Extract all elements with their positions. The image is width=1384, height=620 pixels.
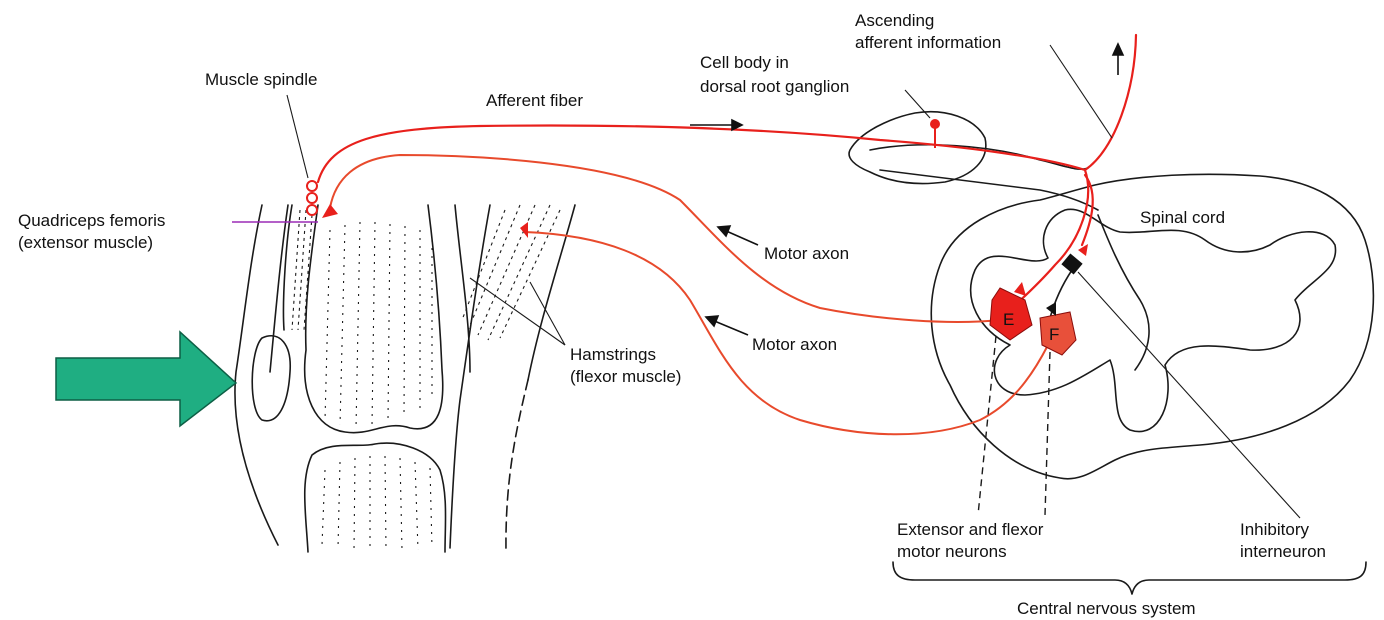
label-interneuron-2: interneuron <box>1240 542 1326 561</box>
ganglion-cell-body-icon <box>930 119 940 129</box>
label-afferent-fiber: Afferent fiber <box>486 91 583 110</box>
label-hamstrings-2: (flexor muscle) <box>570 367 681 386</box>
cns-brace <box>893 562 1366 594</box>
label-hamstrings-1: Hamstrings <box>570 345 656 364</box>
spinal-cord <box>849 112 1373 479</box>
label-cell-body-2: dorsal root ganglion <box>700 77 849 96</box>
label-ascending-1: Ascending <box>855 11 934 30</box>
synapse-icon <box>1014 282 1026 296</box>
neuron-f-label: F <box>1049 325 1059 344</box>
label-ascending-2: afferent information <box>855 33 1001 52</box>
hamstrings-terminal-icon <box>520 222 528 238</box>
muscle-spindle-icon <box>307 181 317 215</box>
inhibitory-interneuron-icon <box>1061 253 1082 274</box>
label-cns: Central nervous system <box>1017 599 1196 618</box>
label-neurons-1: Extensor and flexor <box>897 520 1044 539</box>
synapse-icon <box>1078 244 1088 256</box>
label-quadriceps-2: (extensor muscle) <box>18 233 153 252</box>
neuron-e-label: E <box>1003 310 1014 329</box>
label-muscle-spindle: Muscle spindle <box>205 70 317 89</box>
quadriceps-terminal-icon <box>322 204 338 218</box>
label-spinal-cord: Spinal cord <box>1140 208 1225 227</box>
stimulus-arrow-icon <box>56 332 236 426</box>
label-neurons-2: motor neurons <box>897 542 1007 561</box>
label-motor-axon-upper: Motor axon <box>764 244 849 263</box>
label-interneuron-1: Inhibitory <box>1240 520 1309 539</box>
leg-knee <box>235 205 575 552</box>
label-motor-axon-lower: Motor axon <box>752 335 837 354</box>
label-cell-body-1: Cell body in <box>700 53 789 72</box>
label-quadriceps-1: Quadriceps femoris <box>18 211 165 230</box>
